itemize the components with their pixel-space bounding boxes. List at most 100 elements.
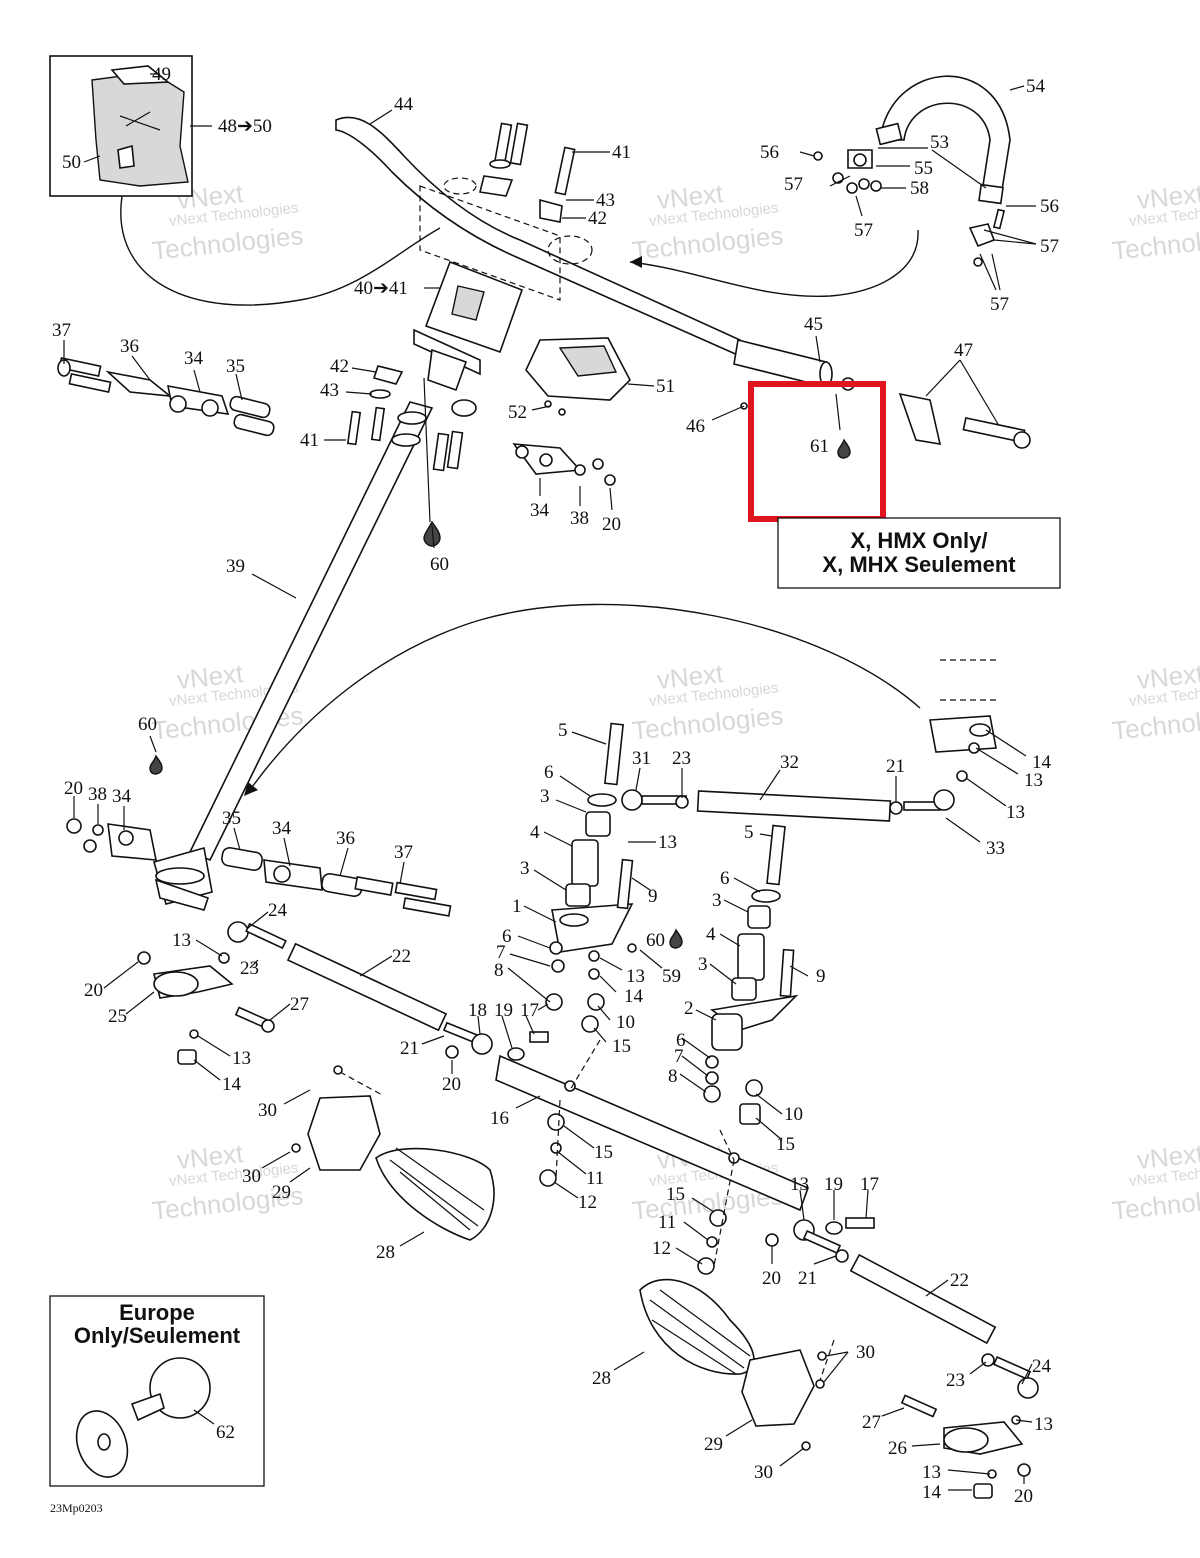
callout: 43 [596,190,615,211]
part-61-drop [837,438,851,459]
svg-text:vNext: vNext [175,1138,245,1175]
callout: 3 [698,954,708,975]
callout: 30 [754,1462,773,1483]
callout: 46 [686,416,705,437]
callout: 59 [662,966,681,987]
callout: 47 [954,340,973,361]
callout: 61 [810,436,829,457]
callout: 34 [272,818,292,839]
svg-text:vNext: vNext [1135,658,1200,695]
riser-bolts [479,122,576,223]
callout: 28 [376,1242,395,1263]
callout: 41 [300,430,319,451]
callout: 9 [816,966,826,987]
watermark: vNext Technologies vNext Technologies [1111,1138,1200,1226]
callout: 6 [544,762,554,783]
callout: 21 [798,1268,817,1289]
right-boot [639,1278,827,1451]
column-cover [525,337,631,416]
callout: 55 [914,158,933,179]
callout: 34 [530,500,550,521]
watermark: vNext Technologies vNext Technologies [1111,178,1200,266]
callout: 13 [172,930,191,951]
right-column-bottom [929,659,1000,782]
callout: 4 [530,822,540,843]
handlebar-grip-curve [629,229,919,298]
lower-support-curve [249,603,921,791]
watermark: vNext Technologies vNext Technologies [631,178,785,266]
callout: 2 [684,998,694,1019]
callout: 27 [862,1412,881,1433]
callout: 57 [1040,236,1059,257]
callout: 57 [784,174,803,195]
svg-text:vNext: vNext [655,658,725,695]
callout: 28 [592,1368,611,1389]
callout: 14 [922,1482,942,1503]
callout: 20 [442,1074,461,1095]
arrow-head [630,256,642,268]
callout: 14 [222,1074,242,1095]
right-handlebar-end [813,75,1011,267]
callout: 58 [910,178,929,199]
callout: 5 [744,822,754,843]
europe-note-line2: Only/Seulement [74,1323,241,1348]
column-fasteners [346,365,477,472]
callout: 33 [986,838,1005,859]
upper-column-support [57,357,275,437]
callout: 21 [400,1038,419,1059]
throttle-assembly [740,377,1031,449]
callout: 60 [430,554,449,575]
callout: 5 [558,720,568,741]
callout: 20 [64,778,83,799]
svg-text:vNext: vNext [175,658,245,695]
callout: 18 [468,1000,487,1021]
callout: 30 [258,1100,277,1121]
pad-assembly-curve [120,195,441,306]
europe-note-line1: Europe [119,1300,195,1325]
callout: 20 [762,1268,781,1289]
callout: 11 [658,1212,676,1233]
callout: 17 [860,1174,879,1195]
watermark: vNext Technologies vNext Technologies [1111,658,1200,746]
callout: 34 [184,348,204,369]
svg-text:vNext: vNext [655,178,725,215]
callout: 25 [108,1006,127,1027]
callout: 3 [540,786,550,807]
callout: 27 [290,994,309,1015]
callout: 56 [1040,196,1059,217]
callout: 42 [588,208,607,229]
callout: 15 [666,1184,685,1205]
callout: 30 [856,1342,875,1363]
callout: 32 [780,752,799,773]
callout: 13 [922,1462,941,1483]
callout: 23 [240,958,259,979]
callout: 23 [946,1370,965,1391]
callout: 3 [712,890,722,911]
callout: 22 [950,1270,969,1291]
callout: 20 [602,514,621,535]
callout: 19 [494,1000,513,1021]
callout: 30 [242,1166,261,1187]
callout: 4 [706,924,716,945]
callout: 50 [62,152,81,173]
alignment-lines [339,1039,835,1387]
callout: 26 [888,1438,907,1459]
europe-inset: Europe Only/Seulement [49,1295,265,1487]
callout: 39 [226,556,245,577]
callout: 41 [612,142,631,163]
hmx-note-line1: X, HMX Only/ [851,528,988,553]
riser-block [413,260,524,392]
callout: 36 [120,336,139,357]
callout: 29 [704,1434,723,1455]
callout: 23 [672,748,691,769]
callout: 60 [646,930,665,951]
callout: 11 [586,1168,604,1189]
callout: 13 [790,1174,809,1195]
svg-text:vNext: vNext [1135,1138,1200,1175]
callout: 10 [616,1012,635,1033]
callout: 54 [1026,76,1046,97]
callout: 35 [222,808,241,829]
callout: 34 [112,786,132,807]
callout: 13 [626,966,645,987]
